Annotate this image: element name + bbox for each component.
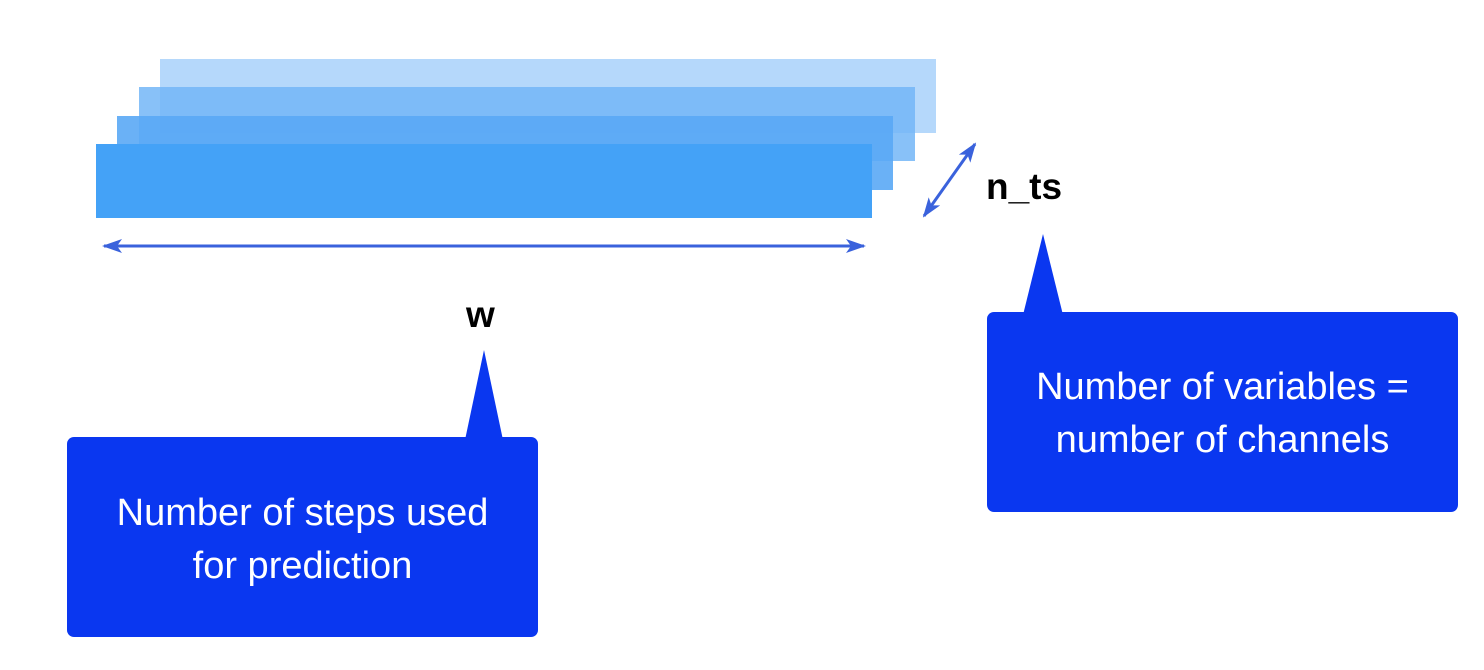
variables-callout-text: Number of variables = number of channels [987,359,1458,469]
steps-callout-line-1: Number of steps used [116,492,489,534]
variables-callout-line-1: Number of variables = [1036,366,1409,408]
n-ts-dimension-arrow [922,142,977,218]
steps-callout-pointer [465,350,503,440]
steps-callout [67,350,538,637]
variables-callout-box [987,312,1458,512]
steps-callout-line-2: for prediction [192,545,413,587]
channel-layer-1 [96,144,872,218]
variables-callout [987,234,1458,512]
steps-callout-text: Number of steps used for prediction [67,485,538,595]
variables-callout-line-2: number of channels [1055,419,1390,461]
n-ts-label: n_ts [986,166,1063,207]
variables-callout-pointer [1023,234,1063,315]
w-label: w [466,294,495,335]
steps-callout-box [67,437,538,637]
